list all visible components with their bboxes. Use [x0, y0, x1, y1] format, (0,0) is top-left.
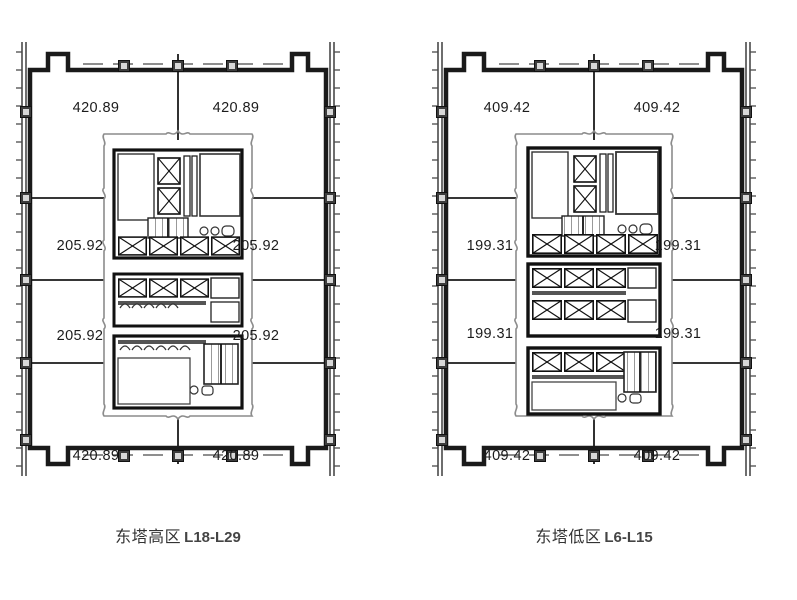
area-label-mid-right: 205.92: [232, 238, 280, 254]
area-label-bottom-right: 409.42: [633, 448, 681, 464]
plan-caption-cn: 东塔高区: [115, 529, 182, 546]
core-upper-block: [526, 146, 662, 258]
area-label-mid-left: 205.92: [56, 238, 104, 254]
plan-caption-en: L18-L29: [184, 529, 241, 546]
core-lower-block: [112, 334, 244, 410]
area-label-lower-left: 199.31: [466, 326, 514, 342]
core-upper-block: [112, 148, 244, 260]
area-label-bottom-right: 420.89: [212, 448, 260, 464]
area-label-top-right: 409.42: [633, 100, 681, 116]
core-surround-outline: [102, 129, 254, 421]
building-outer-wall: [443, 51, 745, 467]
area-label-top-left: 420.89: [72, 100, 120, 116]
core-middle-block: [112, 272, 244, 328]
plan-drawing-high-zone: [8, 18, 348, 498]
plan-drawing-low-zone: [424, 18, 764, 498]
area-label-top-right: 420.89: [212, 100, 260, 116]
core-elevator-bank-block: [526, 262, 662, 338]
area-label-lower-left: 205.92: [56, 328, 104, 344]
floor-plan-east-tower-high-zone[interactable]: 420.89 420.89 205.92 205.92 205.92 205.9…: [8, 18, 348, 546]
grid-axis-lines: [30, 54, 326, 464]
core-lower-block: [526, 346, 662, 416]
area-label-lower-right: 199.31: [654, 326, 702, 342]
floor-plan-east-tower-low-zone[interactable]: 409.42 409.42 199.31 199.31 199.31 199.3…: [424, 18, 764, 546]
plan-caption-cn: 东塔低区: [535, 529, 602, 546]
core-surround-outline: [514, 129, 674, 421]
area-label-top-left: 409.42: [483, 100, 531, 116]
area-label-mid-left: 199.31: [466, 238, 514, 254]
area-label-lower-right: 205.92: [232, 328, 280, 344]
area-label-bottom-left: 409.42: [483, 448, 531, 464]
plan-caption-en: L6-L15: [604, 529, 653, 546]
grid-axis-lines: [446, 54, 742, 464]
area-label-mid-right: 199.31: [654, 238, 702, 254]
area-label-bottom-left: 420.89: [72, 448, 120, 464]
